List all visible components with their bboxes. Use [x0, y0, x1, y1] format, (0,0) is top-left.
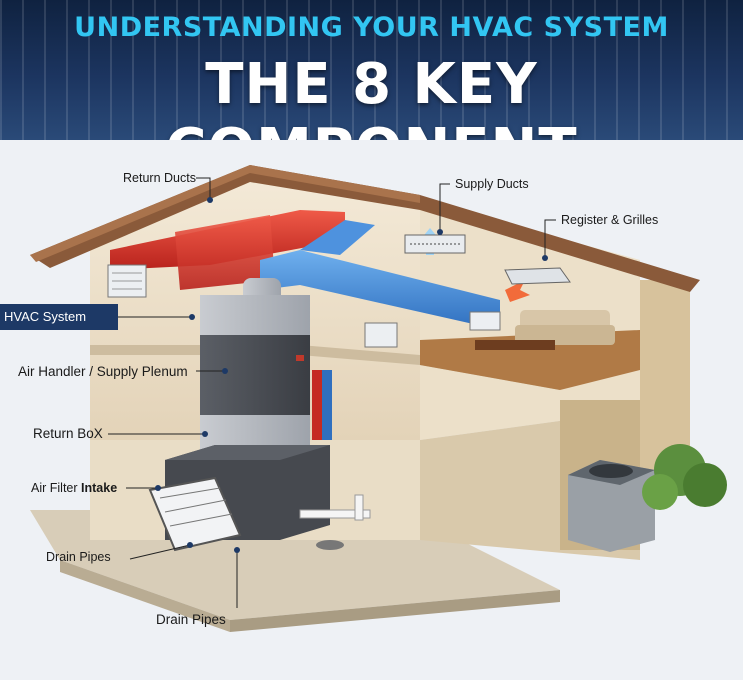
label-supply-ducts: Supply Ducts: [455, 177, 529, 191]
label-air-handler: Air Handler / Supply Plenum: [18, 364, 188, 379]
supply-duct: [260, 220, 500, 440]
return-grille-upper: [107, 264, 147, 298]
coffee-table: [475, 340, 555, 350]
wall-register: [469, 311, 501, 331]
label-register-grilles: Register & Grilles: [561, 213, 659, 227]
drain-pipe: [299, 494, 371, 550]
return-grille-lower: [364, 322, 398, 348]
air-filter: [148, 476, 242, 552]
label-air-filter-text: Air Filter: [31, 481, 78, 495]
slab-edge-right: [230, 590, 560, 632]
sofa: [515, 310, 615, 345]
supply-register: [404, 234, 466, 254]
house-cutaway-illustration: [30, 165, 727, 632]
callout-dots: [155, 197, 548, 553]
outdoor-condenser: [568, 460, 655, 552]
shrub: [642, 444, 727, 510]
return-duct: [110, 210, 345, 440]
banner-texture: [0, 0, 743, 140]
label-drain-pipes-bottom: Drain Pipes: [156, 612, 226, 627]
header-subtitle: UNDERSTANDING YOUR HVAC SYSTEM: [74, 12, 669, 43]
label-drain-pipes-left: Drain Pipes: [46, 550, 111, 564]
ceiling-grille: [504, 267, 571, 285]
roof: [30, 165, 700, 292]
warm-air-arrow: [505, 280, 530, 302]
label-return-ducts: Return Ducts: [123, 171, 196, 185]
label-intake-text: Intake: [81, 481, 118, 495]
label-return-box: Return BoX: [33, 426, 103, 441]
label-air-filter: Air Filter Intake: [31, 481, 117, 495]
hvac-diagram: Return Ducts Supply Ducts Register & Gri…: [0, 140, 743, 675]
air-handler-unit: [200, 295, 310, 450]
callout-lines: [108, 177, 556, 608]
slab-edge: [60, 560, 230, 632]
header-banner: UNDERSTANDING YOUR HVAC SYSTEM THE 8 KEY…: [0, 0, 743, 140]
header-title: THE 8 KEY COMPONENT: [165, 52, 576, 140]
label-hvac-system: HVAC System: [0, 304, 118, 330]
